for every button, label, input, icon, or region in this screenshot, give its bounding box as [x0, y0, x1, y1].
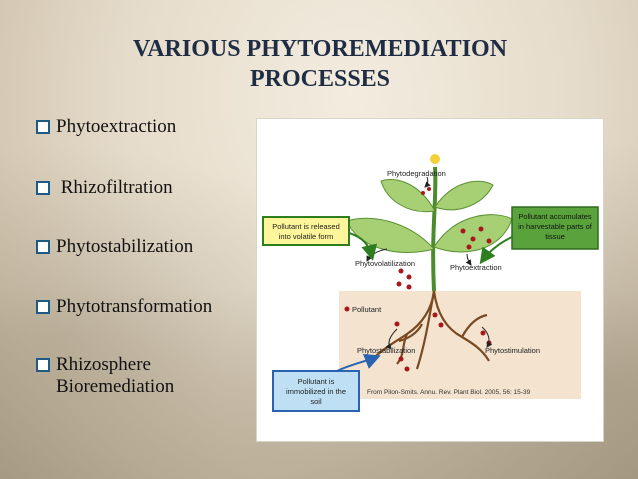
bullet-item: Rhizofiltration — [36, 177, 173, 199]
bullet-item: Phytostabilization — [36, 236, 193, 258]
accumulates-arrow — [479, 236, 513, 265]
checkbox-bullet-icon — [36, 240, 50, 254]
released-box-line-1: Pollutant is released — [272, 222, 340, 231]
accumulates-box-line-1: Pollutant accumulates — [518, 212, 592, 221]
plant-roots — [374, 290, 490, 370]
released-box — [262, 216, 350, 246]
slide-title: VARIOUS PHYTOREMEDIATION PROCESSES — [60, 34, 580, 94]
immobilized-box-line-3: soil — [310, 397, 322, 406]
checkbox-bullet-icon — [36, 120, 50, 134]
released-box-line-2: into volatile form — [279, 232, 334, 241]
label-phytovolatilization: Phytovolatilization — [355, 259, 415, 268]
checkbox-bullet-icon — [36, 181, 50, 195]
immobilized-box — [272, 370, 360, 412]
diagram-canvas: Phytodegradation Phytovolatilization Phy… — [262, 154, 599, 412]
label-phytostimulation: Phytostimulation — [485, 346, 540, 355]
bullet-item: Rhizosphere Bioremediation — [36, 354, 174, 398]
bullet-text: Phytostabilization — [56, 236, 194, 257]
leaf-lower-right — [433, 214, 513, 253]
bullet-text: Phytoextraction — [56, 116, 177, 137]
immobilized-box-line-2: immobilized in the — [286, 387, 346, 396]
immobilized-box-line-1: Pollutant is — [298, 377, 335, 386]
leaf-upper-right — [434, 180, 494, 211]
accumulates-box-line-3: tissue — [545, 232, 565, 241]
bullet-text: Phytotransformation — [56, 296, 213, 317]
pollutant-legend-dot — [344, 306, 350, 312]
bullet-text-line-1: Rhizosphere — [56, 354, 151, 375]
plant-stem — [431, 166, 438, 292]
bullet-text: Rhizofiltration — [56, 177, 173, 198]
soil-area — [339, 291, 581, 399]
leaf-lower-left — [346, 217, 435, 253]
title-line-1: VARIOUS PHYTOREMEDIATION — [132, 36, 508, 62]
phytoremediation-diagram: Phytodegradation Phytovolatilization Phy… — [256, 118, 604, 442]
flower — [430, 154, 440, 164]
label-phytoextraction: Phytoextraction — [450, 263, 502, 272]
accumulates-box-line-2: in harvestable parts of — [518, 222, 593, 231]
released-arrow — [348, 232, 378, 261]
label-pollutant: Pollutant — [352, 305, 382, 314]
checkbox-bullet-icon — [36, 300, 50, 314]
citation-text: From Pilon-Smits. Annu. Rev. Plant Biol.… — [367, 389, 531, 396]
title-line-2: PROCESSES — [249, 66, 391, 92]
bullet-item: Phytoextraction — [36, 116, 176, 138]
bullet-item: Phytotransformation — [36, 296, 212, 318]
label-phytodegradation: Phytodegradation — [387, 169, 446, 178]
accumulates-box — [511, 206, 599, 250]
bullet-text-line-2: Bioremediation — [56, 376, 175, 397]
label-phytostabilization: Phytostabilization — [357, 346, 415, 355]
immobilized-arrow — [336, 354, 381, 372]
bullet-text-multiline: Rhizosphere Bioremediation — [56, 354, 174, 398]
leaf-upper-left — [380, 178, 436, 213]
checkbox-bullet-icon — [36, 358, 50, 372]
